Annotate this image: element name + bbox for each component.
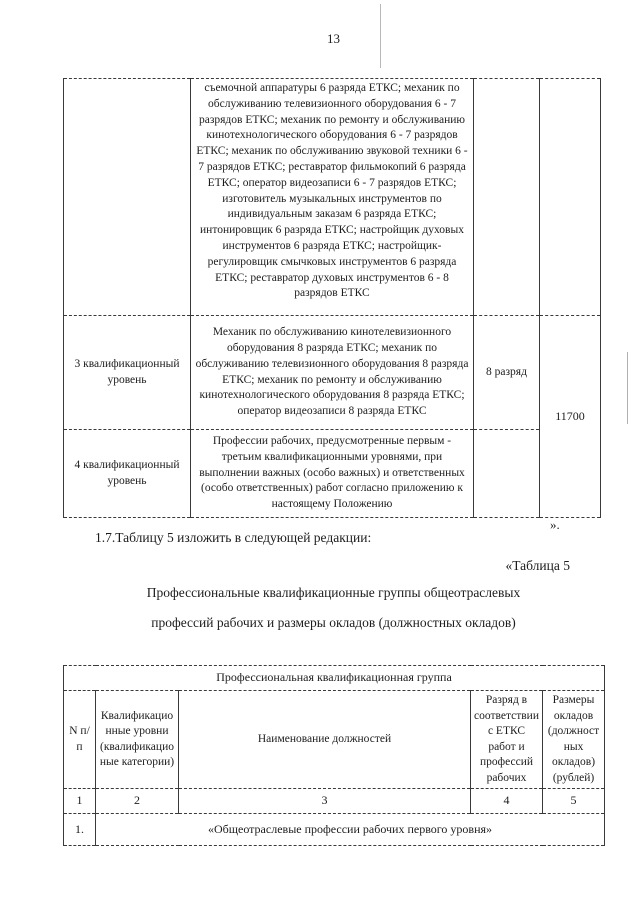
column-number-row: 1 2 3 4 5 — [63, 788, 606, 814]
level-cell: 4 квалификационный уровень — [63, 429, 191, 518]
level-cell-empty — [63, 78, 191, 316]
grade-cell-empty — [473, 78, 540, 316]
column-number: 3 — [178, 788, 471, 814]
row-number-cell: 1. — [63, 813, 96, 846]
header-cell-levels: Квалификационные уровни (квалификационые… — [95, 690, 179, 789]
table-row: 3 квалификационный уровень Механик по об… — [63, 315, 601, 518]
header-cell-positions: Наименование должностей — [178, 690, 471, 789]
column-number: 1 — [63, 788, 96, 814]
table-title-line2: профессий рабочих и размеры окладов (дол… — [151, 615, 516, 630]
group-header-row: Профессиональная квалификационная группа — [62, 665, 606, 691]
grade-cell: 8 разряд — [473, 315, 540, 430]
grade-cell-empty — [473, 429, 540, 518]
group-title-cell: «Общеотраслевые профессии рабочих первог… — [94, 813, 606, 846]
group-header-cell: Профессиональная квалификационная группа — [62, 665, 606, 691]
table-row: съемочной аппаратуры 6 разряда ЕТКС; мех… — [63, 78, 601, 316]
table-row: 1. «Общеотраслевые профессии рабочих пер… — [63, 813, 606, 846]
scan-artifact-line — [627, 352, 628, 424]
column-number: 2 — [95, 788, 179, 814]
qualification-table-continued: съемочной аппаратуры 6 разряда ЕТКС; мех… — [63, 78, 601, 518]
header-cell-npp: N п/п — [63, 690, 96, 789]
table-title-line1: Профессиональные квалификационные группы… — [146, 585, 521, 600]
header-cell-salary: Размеры окладов (должностных окладов) (р… — [541, 690, 606, 789]
column-number: 4 — [470, 788, 543, 814]
header-row: N п/п Квалификационные уровни (квалифика… — [63, 690, 606, 789]
qualification-group-table: Профессиональная квалификационная группа… — [62, 665, 606, 846]
salary-cell: 11700 — [539, 315, 601, 518]
level-cell: 3 квалификационный уровень — [63, 315, 191, 430]
table-row: 4 квалификационный уровень Профессии раб… — [63, 429, 601, 518]
professions-cell: Профессии рабочих, предусмотренные первы… — [190, 429, 474, 518]
professions-cell: съемочной аппаратуры 6 разряда ЕТКС; мех… — [190, 78, 474, 316]
salary-cell-empty — [539, 78, 601, 316]
amendment-paragraph: 1.7.Таблицу 5 изложить в следующей редак… — [95, 530, 372, 545]
professions-cell: Механик по обслуживанию кинотелевизионно… — [190, 315, 474, 430]
page-number: 13 — [327, 31, 340, 46]
scan-artifact-line — [380, 4, 381, 68]
header-cell-grade: Разряд в соответствии с ЕТКС работ и про… — [470, 690, 543, 789]
column-number: 5 — [541, 788, 606, 814]
table-5-label: «Таблица 5 — [505, 558, 571, 573]
closing-quote-mark: ». — [550, 517, 560, 532]
